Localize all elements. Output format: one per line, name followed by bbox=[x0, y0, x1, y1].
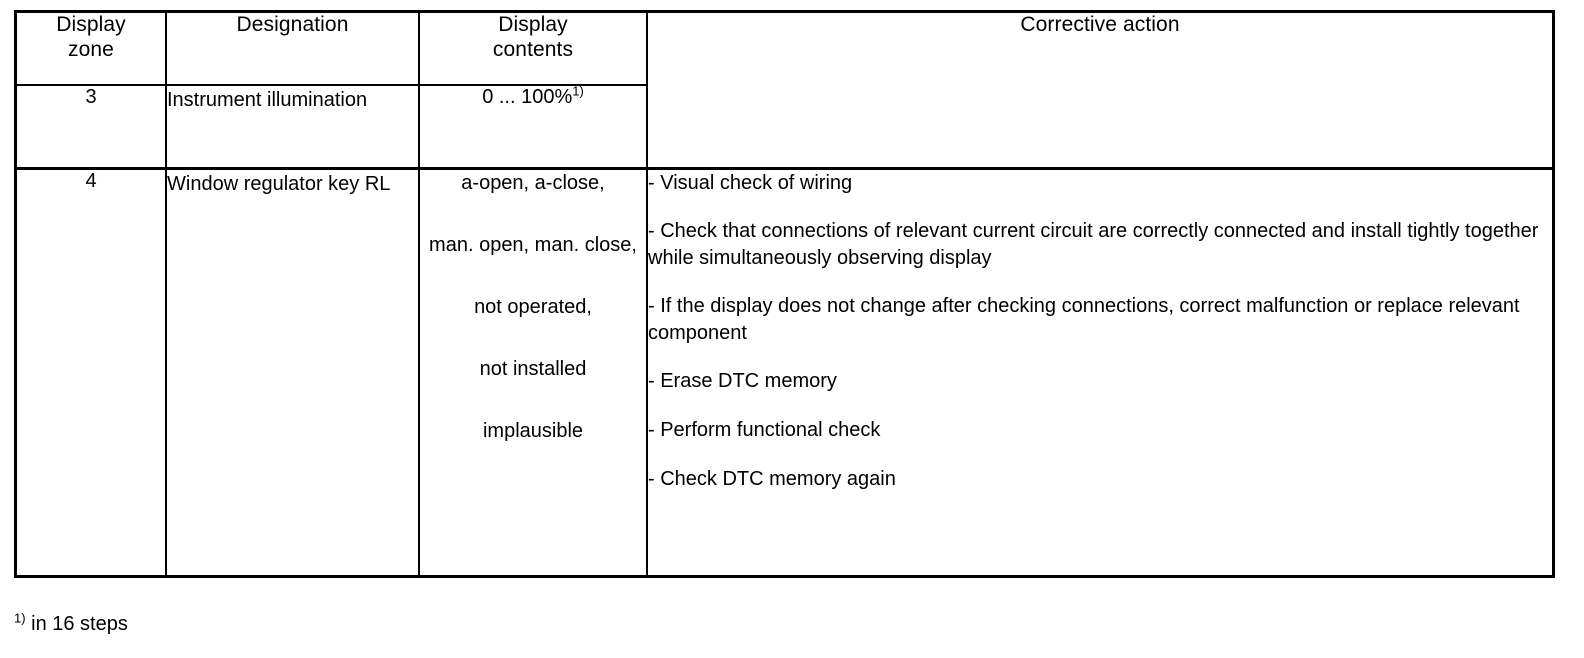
display-contents-item: implausible bbox=[482, 419, 584, 442]
column-header-display-zone: Display zone bbox=[17, 13, 167, 86]
cell-designation: Window regulator key RL bbox=[166, 168, 420, 575]
display-contents-list: a-open, a-close, man. open, man. close, … bbox=[420, 170, 646, 444]
cell-display-contents: 0 ... 100%1) bbox=[419, 83, 648, 170]
display-contents-item: a-open, a-close, bbox=[461, 171, 605, 194]
column-header-corrective-action-label: Corrective action bbox=[1020, 13, 1180, 36]
cell-corrective-action: - Visual check of wiring - Check that co… bbox=[647, 168, 1552, 575]
footnote-marker: 1) bbox=[572, 83, 584, 99]
column-header-display-contents: Display contents bbox=[419, 13, 648, 86]
column-header-designation-label: Designation bbox=[236, 13, 349, 36]
cell-corrective-action-empty bbox=[647, 85, 1552, 170]
corrective-action-item: - Check DTC memory again bbox=[648, 467, 896, 490]
column-header-designation: Designation bbox=[166, 13, 420, 86]
corrective-action-item: - If the display does not change after c… bbox=[648, 295, 1520, 344]
table-row: 3 Instrument illumination 0 ... 100%1) bbox=[17, 83, 1552, 170]
display-contents-item: not installed bbox=[479, 357, 587, 380]
footnote-marker: 1) bbox=[14, 610, 26, 626]
corrective-action-item: - Check that connections of relevant cur… bbox=[648, 220, 1539, 269]
cell-display-zone: 3 bbox=[17, 85, 167, 170]
corrective-action-item: - Erase DTC memory bbox=[648, 370, 837, 393]
column-header-corrective-action: Corrective action bbox=[647, 13, 1552, 85]
column-header-display-contents-line1: Display bbox=[498, 13, 568, 36]
table: Display zone Designation Display content… bbox=[17, 13, 1552, 575]
corrective-action-list: - Visual check of wiring - Check that co… bbox=[648, 170, 1552, 493]
cell-display-contents: a-open, a-close, man. open, man. close, … bbox=[419, 168, 648, 575]
column-header-display-zone-line2: zone bbox=[68, 37, 114, 61]
diagnostic-table: Display zone Designation Display content… bbox=[14, 10, 1555, 578]
column-header-display-zone-line1: Display bbox=[56, 13, 126, 36]
footnote: 1) in 16 steps bbox=[14, 610, 128, 636]
column-header-display-contents-line2: contents bbox=[492, 37, 574, 61]
table-row: 4 Window regulator key RL a-open, a-clos… bbox=[17, 168, 1552, 575]
cell-designation: Instrument illumination bbox=[166, 85, 420, 170]
footnote-text: in 16 steps bbox=[25, 613, 128, 635]
table-header-row: Display zone Designation Display content… bbox=[17, 13, 1552, 86]
corrective-action-item: - Perform functional check bbox=[648, 419, 881, 442]
cell-display-zone: 4 bbox=[17, 168, 167, 575]
display-contents-value: 0 ... 100% bbox=[482, 86, 573, 108]
display-contents-item: not operated, bbox=[474, 295, 592, 318]
corrective-action-item: - Visual check of wiring bbox=[648, 171, 853, 194]
display-contents-item: man. open, man. close, bbox=[429, 233, 637, 256]
